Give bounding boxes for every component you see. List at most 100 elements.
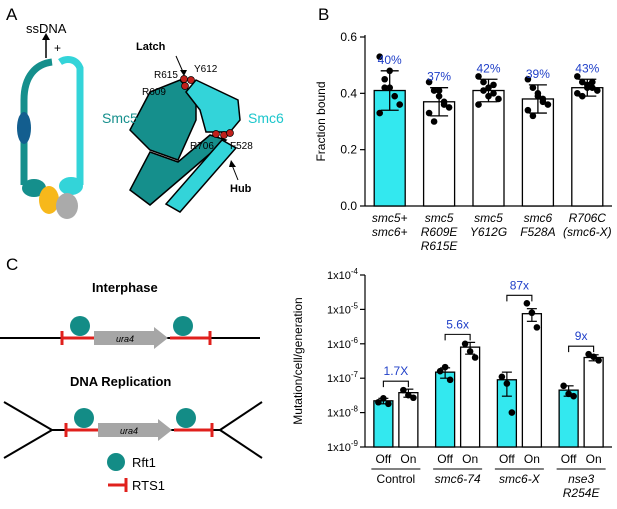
data-point [386, 84, 394, 91]
residue-r706 [212, 130, 220, 138]
data-point [524, 75, 532, 83]
hub-label: Hub [230, 183, 252, 195]
bar [521, 313, 543, 448]
data-point [524, 106, 532, 114]
data-point [381, 84, 389, 91]
smc6-domain [185, 79, 241, 133]
smc6-head [59, 177, 83, 195]
bar [422, 101, 456, 207]
data-point [480, 87, 487, 94]
data-point [544, 101, 552, 108]
data-point [495, 95, 502, 103]
panel-label-a: A [6, 5, 18, 24]
residue-label-r706: R706 [190, 141, 214, 152]
smc5-head [22, 179, 46, 197]
data-point [475, 101, 482, 108]
data-point [376, 109, 384, 117]
replication-rft1-left [74, 408, 94, 428]
data-point [574, 90, 581, 97]
group-label: nse3 [568, 472, 594, 486]
y-tick-label: 1x10-6 [327, 336, 359, 351]
residue-r609 [181, 82, 189, 90]
residue-y612 [187, 76, 195, 84]
data-point [533, 324, 541, 331]
data-point [579, 78, 586, 86]
percent-label: 43% [575, 61, 599, 75]
x-category-label: smc5 [474, 211, 503, 225]
replication-ura4-arrow [98, 419, 172, 441]
data-point [446, 376, 454, 384]
x-category-label: (smc6-X) [563, 225, 612, 239]
fold-change-label: 9x [575, 329, 588, 343]
residue-label-y612: Y612 [194, 64, 218, 75]
rts1-system-schematic: Interphase ura4 DNA Replication ura4 Rft… [0, 280, 263, 493]
data-point [375, 398, 382, 406]
nse-dark-subunit [17, 112, 31, 144]
legend-rts1-label: RTS1 [132, 478, 165, 493]
y-axis-label: Fraction bound [314, 81, 328, 161]
data-point [475, 73, 482, 80]
condition-label: Off [437, 452, 453, 466]
bar [373, 400, 394, 448]
x-category-label: R706C [569, 211, 607, 225]
data-point [480, 78, 487, 86]
data-point [380, 395, 387, 402]
percent-label: 39% [526, 67, 550, 81]
data-point [585, 350, 592, 358]
replication-ura4-label: ura4 [120, 426, 138, 436]
fold-change-label: 87x [510, 278, 529, 292]
data-point [589, 78, 596, 86]
bar [571, 87, 604, 207]
x-category-label: R615E [421, 239, 459, 253]
condition-label: On [462, 452, 478, 466]
data-point [485, 92, 492, 100]
y-tick-label: 0.2 [340, 143, 357, 157]
data-point [560, 382, 567, 390]
percent-label: 40% [378, 53, 402, 67]
data-point [523, 300, 531, 307]
fold-change-label: 5.6x [446, 317, 469, 331]
data-point [508, 409, 516, 416]
comparison-bracket [382, 380, 409, 388]
data-point [528, 309, 536, 317]
bar [434, 371, 456, 448]
smc5-label: Smc5 [102, 110, 138, 126]
data-point [400, 386, 407, 394]
interphase-ura4-label: ura4 [116, 334, 134, 344]
smc6-label: Smc6 [248, 110, 284, 126]
interphase-title: Interphase [92, 280, 158, 295]
data-point [574, 73, 581, 80]
interphase-rft1-right [173, 316, 193, 336]
data-point [385, 400, 392, 408]
y-tick-label: 1x10-8 [327, 405, 359, 420]
data-point [471, 354, 479, 361]
hub-pointer [231, 164, 239, 181]
data-point [584, 84, 591, 91]
interphase-rft1-left [70, 316, 90, 336]
smc5-arm [20, 58, 53, 185]
x-category-label: smc6+ [372, 225, 408, 239]
data-point [590, 353, 597, 361]
data-point [589, 84, 596, 91]
panel-label-c: C [6, 255, 18, 274]
data-point [386, 67, 394, 75]
latch-label: Latch [136, 41, 166, 53]
condition-label: Off [499, 452, 515, 466]
smc6-coil [164, 139, 238, 213]
smc-complex-cartoon: ssDNA + [17, 21, 84, 219]
x-category-label: Y612G [470, 225, 507, 239]
residue-label-f528: F528 [230, 141, 253, 152]
data-point [435, 87, 443, 94]
y-tick-label: 0.0 [340, 199, 357, 213]
data-point [503, 380, 511, 387]
data-point [440, 101, 448, 108]
x-category-label: smc5+ [372, 211, 408, 225]
legend-rft1-label: Rft1 [132, 455, 156, 470]
x-category-label: F528A [520, 225, 555, 239]
nse-yellow-subunit [39, 186, 59, 214]
data-point [485, 84, 492, 91]
latch-hub-diagram: Latch R615 Y612 R609 R706 F528 Smc5 Smc6… [102, 41, 284, 213]
data-point [529, 84, 537, 91]
